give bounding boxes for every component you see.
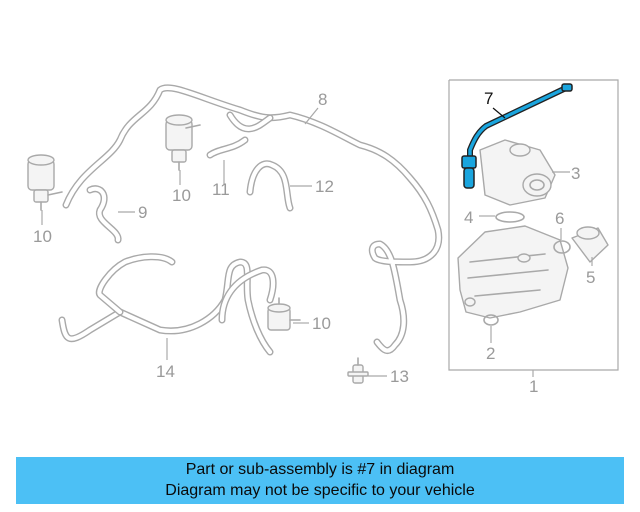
callout-leaders [41, 107, 593, 377]
callout-4: 4 [464, 208, 473, 227]
callout-6: 6 [555, 209, 564, 228]
valve-10-mid [165, 114, 201, 171]
callout-14: 14 [156, 362, 175, 381]
part-7-highlighted[interactable] [461, 83, 573, 189]
gasket-4 [495, 211, 525, 223]
callout-labels: 1 2 3 4 5 6 7 8 9 10 10 10 11 12 13 14 [33, 89, 595, 396]
callout-10-left: 10 [33, 227, 52, 246]
o-ring-6 [553, 240, 571, 254]
valve-10-left [27, 154, 63, 211]
callout-7: 7 [484, 89, 493, 108]
callout-1: 1 [529, 377, 538, 396]
assembly-box [448, 79, 619, 377]
callout-10-right: 10 [312, 314, 331, 333]
info-banner: Part or sub-assembly is #7 in diagram Di… [16, 457, 624, 504]
separator-housing-1 [457, 225, 569, 319]
callout-9: 9 [138, 203, 147, 222]
hose-11 [206, 136, 249, 159]
callout-8: 8 [318, 90, 327, 109]
valve-body-3 [479, 139, 556, 206]
pipe-8 [62, 84, 443, 355]
callout-11: 11 [212, 180, 230, 199]
banner-line-2: Diagram may not be specific to your vehi… [165, 482, 475, 499]
callout-5: 5 [586, 268, 595, 287]
hose-9 [86, 185, 122, 244]
bolt-13 [347, 357, 369, 384]
callout-10-mid: 10 [172, 186, 191, 205]
pipe-14 [58, 253, 277, 356]
washer-2 [483, 314, 499, 326]
banner-line-1: Part or sub-assembly is #7 in diagram [185, 461, 455, 478]
fitting-5 [571, 226, 609, 263]
valve-10-right [267, 297, 301, 331]
hose-12 [246, 160, 294, 212]
callout-2: 2 [486, 344, 495, 363]
callout-13: 13 [390, 367, 409, 386]
callout-12: 12 [315, 177, 334, 196]
callout-3: 3 [571, 164, 580, 183]
